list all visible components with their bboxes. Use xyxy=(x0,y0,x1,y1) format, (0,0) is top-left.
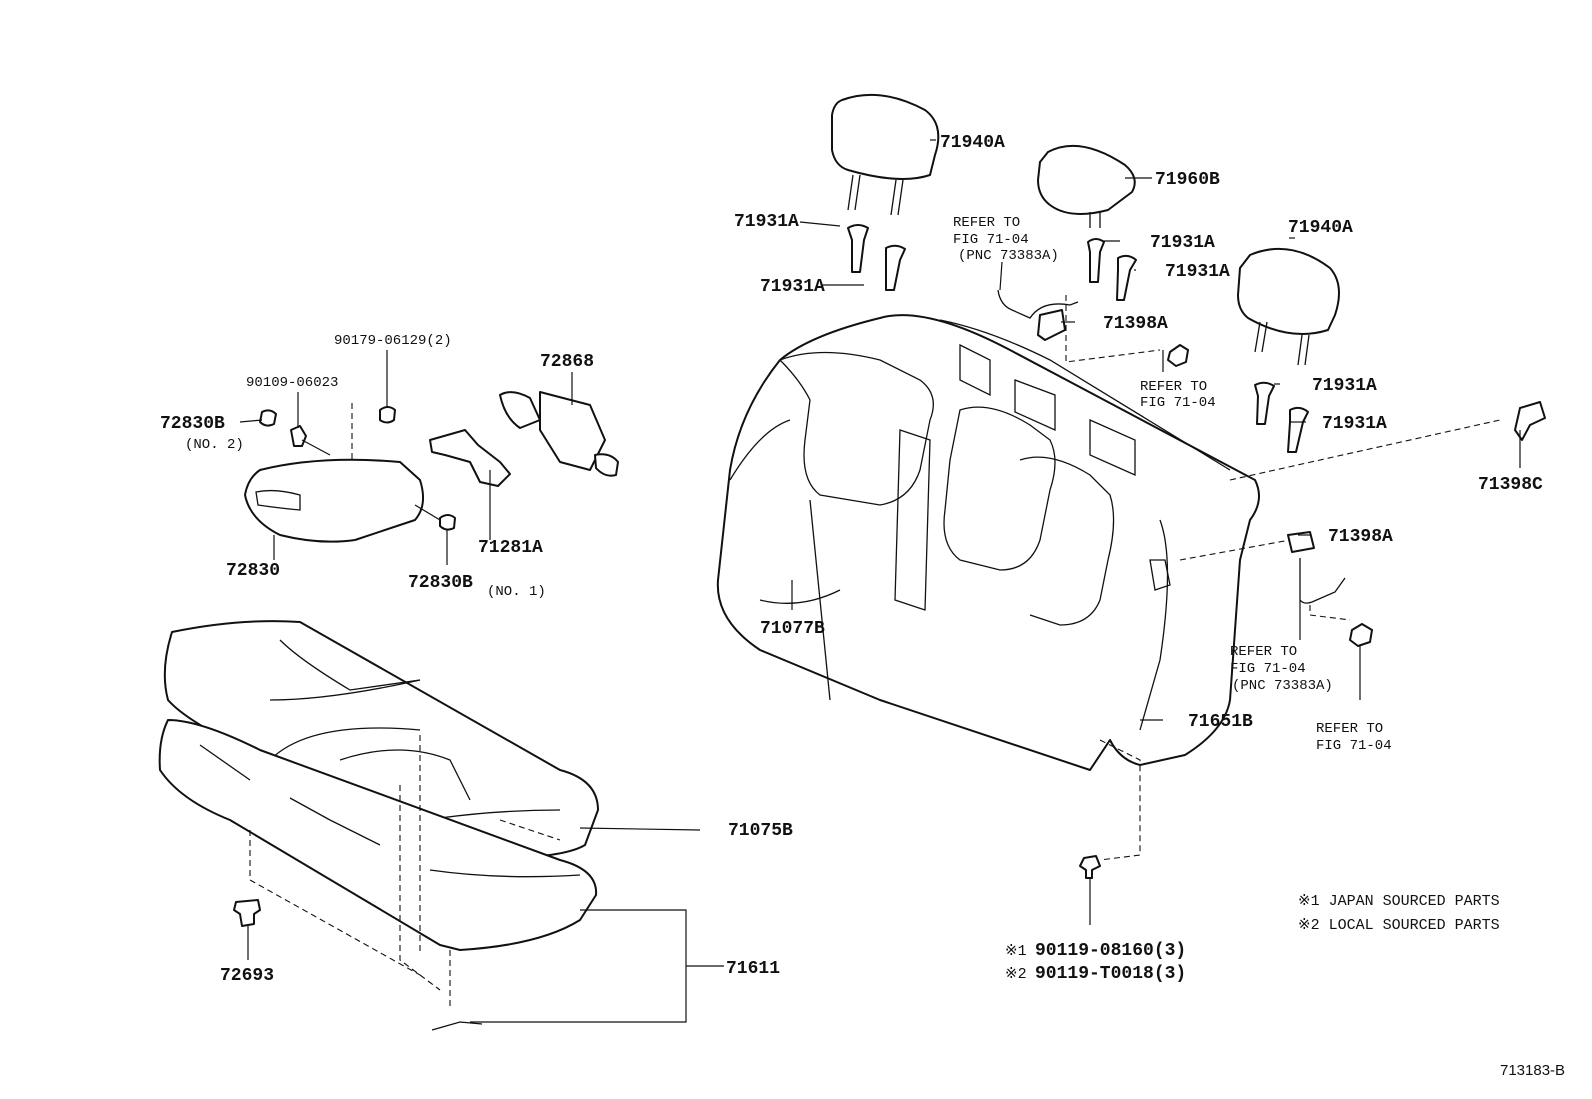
label-seatback-board: 71651B xyxy=(1188,712,1253,732)
cup-holder xyxy=(499,391,619,477)
label-screw-b: 90109-06023 xyxy=(246,375,338,391)
label-headrest-right: 71940A xyxy=(1288,218,1353,238)
label-bezel-right: 71398A xyxy=(1328,527,1393,547)
ref2-line1: REFER TO xyxy=(1140,379,1207,395)
label-support-center-lower: 71931A xyxy=(1165,262,1230,282)
ref4-line1: REFER TO xyxy=(1316,721,1383,737)
ref1-line1: REFER TO xyxy=(953,215,1020,231)
label-armrest-cap-no1: 72830B xyxy=(408,573,473,593)
label-cushion-cover: 71075B xyxy=(728,821,793,841)
ref3-line2: FIG 71-04 xyxy=(1230,661,1306,677)
label-bolt-japan: 90119-08160(3) xyxy=(1035,941,1186,961)
label-support-center-upper: 71931A xyxy=(1150,233,1215,253)
label-cushion-assy: 71611 xyxy=(726,959,780,979)
headrest-right xyxy=(1237,247,1340,366)
label-cup-holder: 72868 xyxy=(540,352,594,372)
ref1-line2: FIG 71-04 xyxy=(953,232,1029,248)
cushion-dashed-lines xyxy=(249,735,561,1031)
seat-cushion-frame xyxy=(158,719,598,951)
label-support-right-lower: 71931A xyxy=(1322,414,1387,434)
label-bolt-local: 90119-T0018(3) xyxy=(1035,964,1186,984)
armrest xyxy=(244,403,456,543)
label-armrest: 72830 xyxy=(226,561,280,581)
headrest-supports xyxy=(847,224,1309,453)
mark-japan: ※1 xyxy=(1005,943,1027,960)
clip xyxy=(233,899,261,927)
hinge xyxy=(429,429,511,487)
ref4-line2: FIG 71-04 xyxy=(1316,738,1392,754)
mark-local: ※2 xyxy=(1005,966,1027,983)
headrest-center xyxy=(1037,144,1136,228)
seatback xyxy=(716,314,1260,771)
legend-local: ※2 LOCAL SOURCED PARTS xyxy=(1298,917,1500,934)
label-screw-a: 90179-06129(2) xyxy=(334,333,452,349)
label-armrest-cap-no2-note: (NO. 2) xyxy=(185,437,244,453)
seat-cushion-cover xyxy=(163,620,599,860)
label-seatback: 71077B xyxy=(760,619,825,639)
headrest-left xyxy=(831,93,940,216)
legend: ※1 JAPAN SOURCED PARTS ※2 LOCAL SOURCED … xyxy=(1298,893,1500,934)
label-hinge: 71281A xyxy=(478,538,543,558)
ref3-line1: REFER TO xyxy=(1230,644,1297,660)
label-bezel-upper: 71398A xyxy=(1103,314,1168,334)
ref2-line2: FIG 71-04 xyxy=(1140,395,1216,411)
reference-notes: REFER TO FIG 71-04 (PNC 73383A) REFER TO… xyxy=(953,215,1392,754)
label-armrest-cap-no1-note: (NO. 1) xyxy=(487,584,546,600)
figure-code: 713183-B xyxy=(1500,1062,1565,1079)
label-clip: 72693 xyxy=(220,966,274,986)
label-bezel-far-right: 71398C xyxy=(1478,475,1543,495)
label-armrest-cap-no2: 72830B xyxy=(160,414,225,434)
label-headrest-center: 71960B xyxy=(1155,170,1220,190)
label-support-right-upper: 71931A xyxy=(1312,376,1377,396)
bolt-labels: ※1 90119-08160(3) ※2 90119-T0018(3) xyxy=(1005,941,1186,984)
ref1-line3: (PNC 73383A) xyxy=(958,248,1059,264)
seatback-dashed-lines xyxy=(1065,295,1501,861)
leader-lines xyxy=(239,139,1521,1023)
ref3-line3: (PNC 73383A) xyxy=(1232,678,1333,694)
legend-japan: ※1 JAPAN SOURCED PARTS xyxy=(1298,893,1500,910)
part-labels: 71940A 71960B 71940A 71931A 71931A 71931… xyxy=(160,133,1543,986)
bolt xyxy=(1079,855,1101,879)
label-support-left-upper: 71931A xyxy=(734,212,799,232)
label-headrest-left: 71940A xyxy=(940,133,1005,153)
label-support-left-lower: 71931A xyxy=(760,277,825,297)
